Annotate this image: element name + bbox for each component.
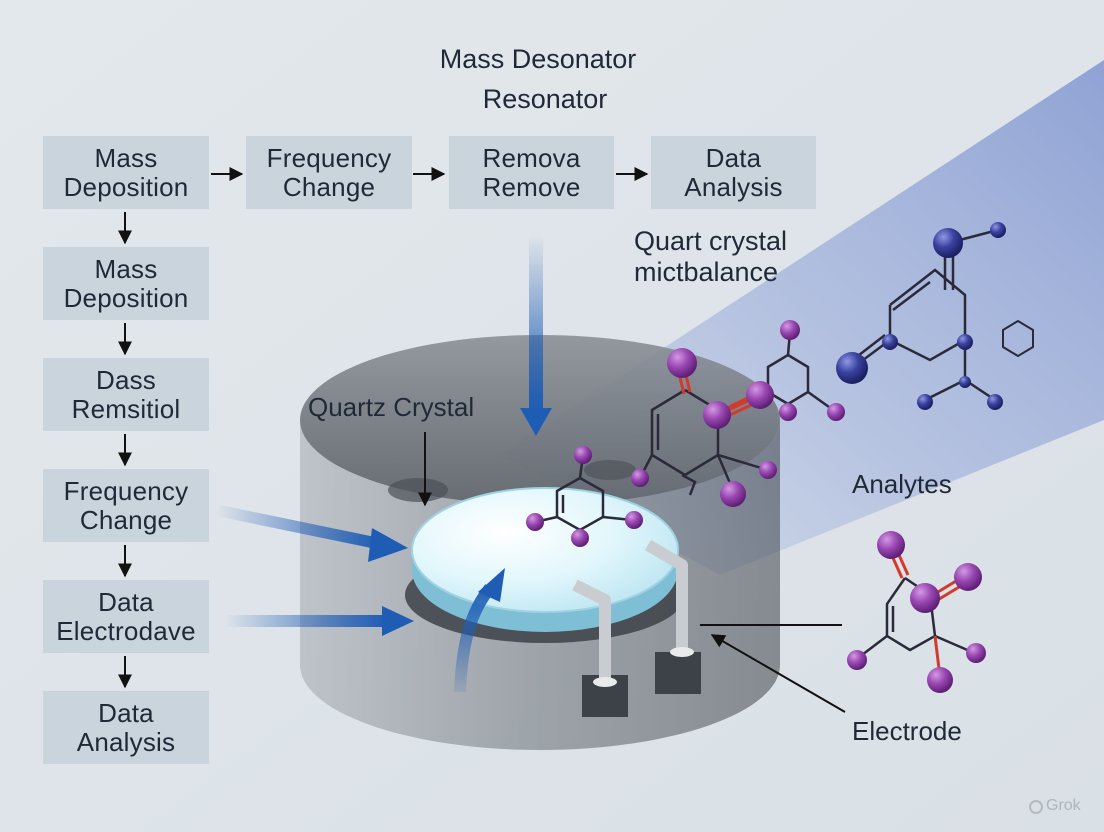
atom [877,531,905,559]
housing-socket [584,460,636,480]
atom [917,394,933,410]
purple-molecule-right [847,531,986,693]
purple-molecule-cluster [526,320,845,547]
blue-arrow-head [382,606,414,636]
atom [882,334,898,350]
blue-arrow-head [520,408,552,436]
diagram-subtitle: Resonator [440,84,650,115]
box-line: Deposition [63,171,189,202]
qcm-label-line-2: mictbalance [634,257,779,287]
atom [990,222,1006,238]
atom [827,403,845,421]
atom [720,481,746,507]
atom [574,446,592,464]
box-line: Data [98,586,154,617]
left-flow-box-2: Dass Remsitiol [43,358,209,431]
pointer-lines [418,432,846,713]
box-line: Frequency [63,475,189,506]
box-line: Mass [94,142,158,173]
atom [780,320,800,340]
housing-socket [388,478,448,502]
diagram-title: Mass Desonator [400,44,676,75]
atom [987,394,1003,410]
atom [631,469,649,487]
box-line: Electrodave [56,615,196,646]
top-flow-box-4: Data Analysis [651,136,816,209]
pin-tip [670,647,694,657]
blue-flow-arrows [216,235,552,693]
atom [625,511,643,529]
title-line-1: Mass Desonator [439,44,637,74]
box-line: Analysis [684,171,783,202]
box-line: Dass [95,364,157,395]
electrode-pointer [710,634,846,713]
left-flow-box-5: Data Analysis [43,691,209,764]
atom [954,563,982,591]
atom [957,334,973,350]
box-line: Change [282,171,376,202]
box-line: Remova [482,142,581,173]
top-flow-box-3: Remova Remove [449,136,614,209]
electrode-label: Electrode [852,716,962,746]
box-line: Remsitiol [71,393,181,424]
atom [836,352,868,384]
benzene-ring-icon [1002,319,1034,358]
title-line-2: Resonator [482,84,608,114]
atom [526,513,544,531]
pin-base [655,652,701,694]
blue-arrow-shaft [216,505,380,549]
atom [746,381,774,409]
blue-arrow-head [368,528,408,562]
top-flow-box-2: Frequency Change [246,136,412,209]
box-line: Deposition [63,282,189,313]
atom [933,228,963,258]
box-line: Mass [94,253,158,284]
box-line: Frequency [266,142,392,173]
electrode-pin [572,579,611,682]
atom [910,583,940,613]
box-line: Analysis [76,726,176,757]
top-flow-box-1: Mass Deposition [43,136,209,209]
navy-molecule [836,222,1034,410]
left-flow-box-1: Mass Deposition [43,247,209,320]
watermark: Grok [1046,797,1081,814]
atom [847,650,867,670]
box-line: Remove [482,171,581,202]
box-line: Data [98,697,154,728]
pin-tip [593,677,617,687]
electrode-pin [644,539,688,652]
analytes-label: Analytes [852,469,952,499]
electrode-pins [572,539,701,717]
atom [759,461,777,479]
left-flow-box-4: Data Electrodave [43,580,209,653]
atom [703,401,731,429]
blue-arrow-shaft [454,584,495,693]
atom [779,403,797,421]
grok-logo-icon [1029,800,1043,814]
blue-arrow-head [478,568,505,602]
box-line: Data [705,142,762,173]
quartz-crystal-label: Quartz Crystal [308,392,475,422]
atom [966,643,986,663]
left-flow-box-3: Frequency Change [43,469,209,542]
atom [927,667,953,693]
box-line: Change [79,504,173,535]
atom [571,529,589,547]
blue-arrow-shaft [529,235,543,410]
qcm-label: Quart crystal mictbalance [634,226,787,288]
qcm-label-line-1: Quart crystal [634,226,788,256]
quartz-crystal-disc [411,487,679,613]
atom [959,376,971,388]
blue-arrow-shaft [225,615,385,627]
atom [667,348,697,378]
